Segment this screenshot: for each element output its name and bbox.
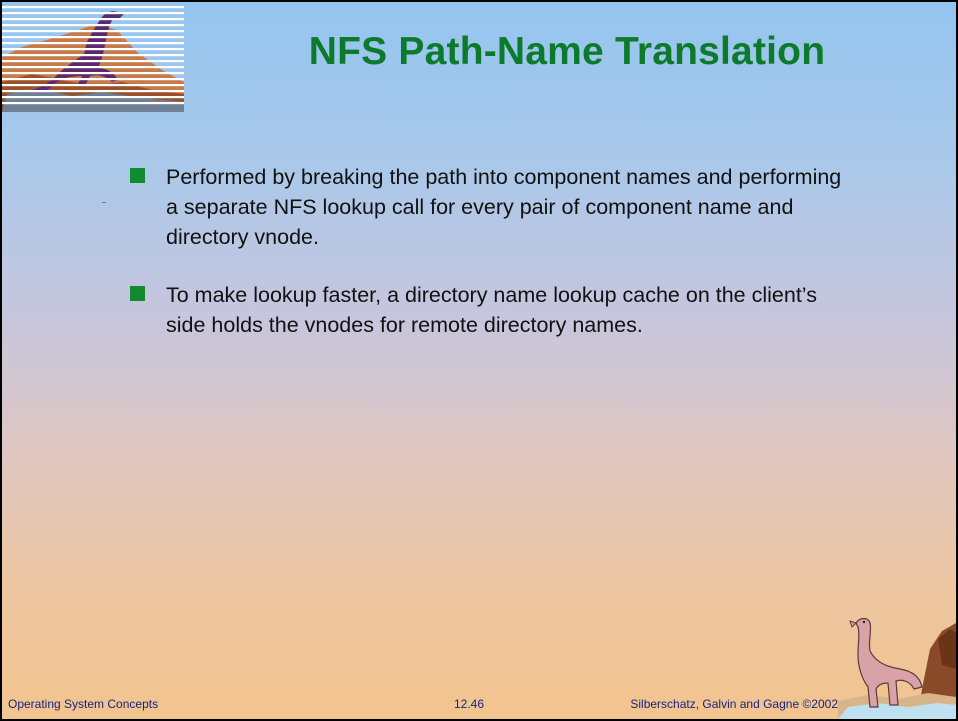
footer-course-title: Operating System Concepts <box>8 697 159 711</box>
bullet-list: Performed by breaking the path into comp… <box>124 162 844 368</box>
decorative-mark <box>102 202 106 203</box>
bullet-text: Performed by breaking the path into comp… <box>166 165 842 249</box>
bullet-item: Performed by breaking the path into comp… <box>124 162 844 252</box>
footer-copyright: Silberschatz, Galvin and Gagne ©2002 <box>630 697 838 711</box>
dinosaur-logo-icon <box>2 6 184 112</box>
dinosaur-illustration-icon <box>838 617 956 719</box>
square-bullet-icon <box>130 286 145 301</box>
footer-page-number: 12.46 <box>454 697 485 711</box>
bullet-item: To make lookup faster, a directory name … <box>124 280 844 340</box>
slide-title: NFS Path-Name Translation <box>308 30 826 73</box>
bullet-text: To make lookup faster, a directory name … <box>166 283 817 337</box>
square-bullet-icon <box>130 168 145 183</box>
